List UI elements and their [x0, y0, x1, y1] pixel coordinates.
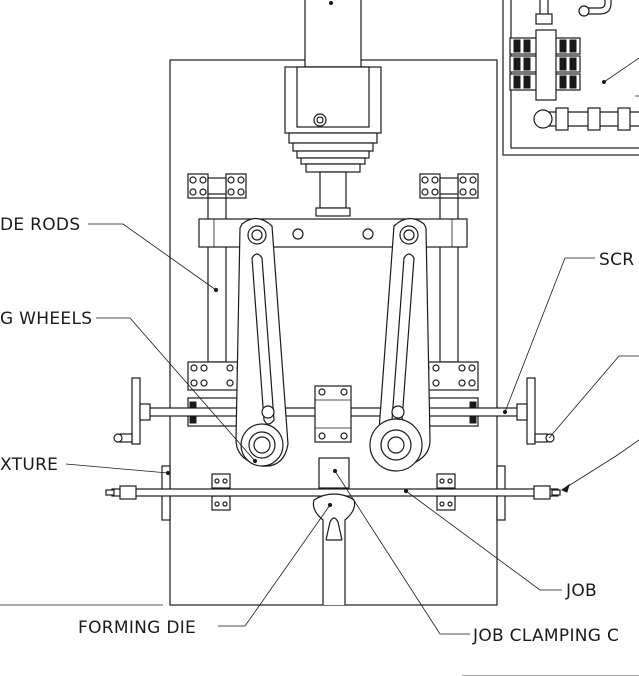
label-guide-rods: DE RODS: [0, 215, 80, 235]
bending-wheel-arm-right: [369, 217, 431, 472]
label-bending-wheels: G WHEELS: [0, 309, 92, 329]
job-clamping-block: [318, 457, 350, 489]
leader-lines: [0, 223, 639, 676]
screw-shaft: [145, 385, 527, 443]
right-handwheel: [516, 377, 555, 445]
leader-dots: [165, 287, 570, 508]
hydraulic-cylinder: [284, 0, 382, 217]
label-job-clamping: JOB CLAMPING C: [472, 626, 619, 646]
left-handwheel: [113, 377, 151, 445]
label-job: JOB: [565, 581, 597, 601]
valve-stack: [509, 29, 581, 101]
bending-wheel-arm-left: [235, 217, 289, 467]
inset-detail-view: [502, 0, 639, 156]
label-fixture: XTURE: [0, 455, 58, 475]
upper-bolt-blocks: [187, 173, 479, 199]
label-screw: SCR: [599, 250, 634, 270]
forming-die: [312, 493, 356, 605]
label-forming-die: FORMING DIE: [78, 618, 196, 638]
